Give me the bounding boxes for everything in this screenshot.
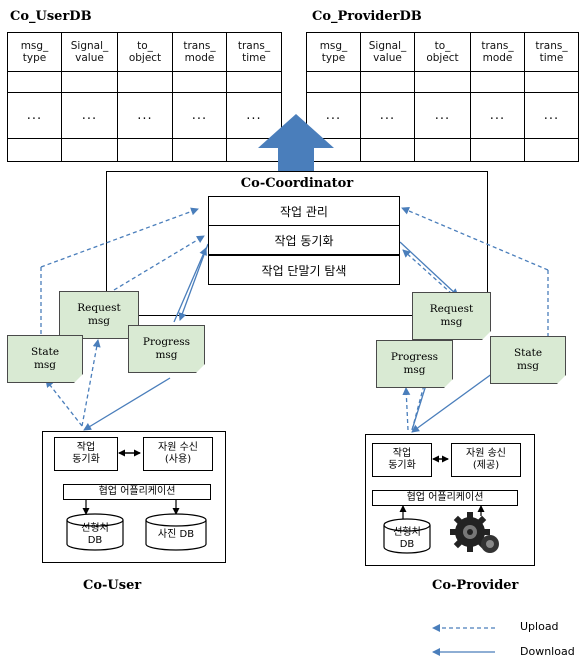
- co-user-db1-label: 선형처 DB: [81, 523, 109, 546]
- co-provider-sync-box: 작업 동기화: [372, 443, 432, 477]
- provider-request-note: Request msg: [412, 292, 491, 340]
- user-db-title: Co_UserDB: [10, 9, 92, 24]
- co-user-db2-label: 사진 DB: [157, 529, 195, 540]
- download-arrow-progress-to-user: [83, 377, 171, 431]
- task-management: 작업 관리: [209, 197, 399, 226]
- user-db-header: msg_ type: [7, 32, 62, 72]
- download-arrow-state-to-provider: [411, 367, 501, 433]
- upload-arrow-request-to-coord-right: [402, 249, 453, 295]
- user-progress-note: Progress msg: [128, 325, 205, 373]
- task-sync: 작업 동기화: [209, 226, 399, 255]
- upload-arrow-provider-to-progress: [402, 387, 411, 431]
- coordinator-box: [106, 171, 488, 316]
- upload-arrow-right-top: [401, 207, 549, 271]
- download-arrow-coord-to-request: [178, 243, 209, 321]
- upload-arrow-user-to-state: [45, 379, 83, 427]
- co-provider-resource-box: 자원 송신 (제공): [451, 443, 521, 477]
- provider-db-table: msg_ type Signal_ value to_ object trans…: [306, 32, 579, 162]
- coordinator-title: Co-Coordinator: [240, 176, 354, 191]
- user-db-ellipsis: ...: [172, 92, 227, 139]
- co-provider-app-bar: 협업 어플리케이션: [372, 490, 518, 506]
- co-provider-db1-label: 선형처 DB: [393, 527, 421, 550]
- download-arrow-progress-to-coord: [173, 247, 207, 323]
- upload-arrow-user-to-request: [81, 339, 101, 427]
- user-db-header: Signal_ value: [61, 32, 118, 72]
- upload-arrow-left-top: [40, 207, 199, 268]
- task-terminal-discovery: 작업 단말기 탐색: [209, 255, 399, 284]
- user-request-note: Request msg: [59, 291, 139, 339]
- provider-progress-note: Progress msg: [376, 340, 453, 388]
- legend-upload-label: Upload: [520, 620, 559, 633]
- co-user-app-bar: 협업 어플리케이션: [63, 484, 211, 500]
- user-db-ellipsis: ...: [61, 92, 118, 139]
- user-db-header: to_ object: [117, 32, 173, 72]
- big-upload-arrow: [258, 114, 334, 171]
- co-user-resource-box: 자원 수신 (사용): [143, 437, 213, 471]
- user-state-note: State msg: [7, 335, 83, 383]
- provider-db-header: msg_ type: [306, 32, 361, 72]
- co-user-label: Co-User: [83, 578, 142, 593]
- legend-download-label: Download: [520, 645, 575, 658]
- co-user-sync-box: 작업 동기화: [54, 437, 118, 471]
- download-arrow-coord-to-request-right: [399, 241, 459, 297]
- provider-state-note: State msg: [490, 336, 566, 384]
- user-db-table: msg_ type Signal_ value to_ object trans…: [7, 32, 282, 162]
- co-provider-label: Co-Provider: [432, 578, 519, 593]
- coordinator-task-list: 작업 관리 작업 동기화 작업 단말기 탐색: [208, 196, 400, 285]
- provider-db-header: trans_ time: [524, 32, 579, 72]
- provider-db-title: Co_ProviderDB: [312, 9, 422, 24]
- provider-db-header: to_ object: [414, 32, 471, 72]
- user-db-ellipsis: ...: [226, 92, 282, 139]
- upload-arrow-request-to-coord: [113, 235, 205, 291]
